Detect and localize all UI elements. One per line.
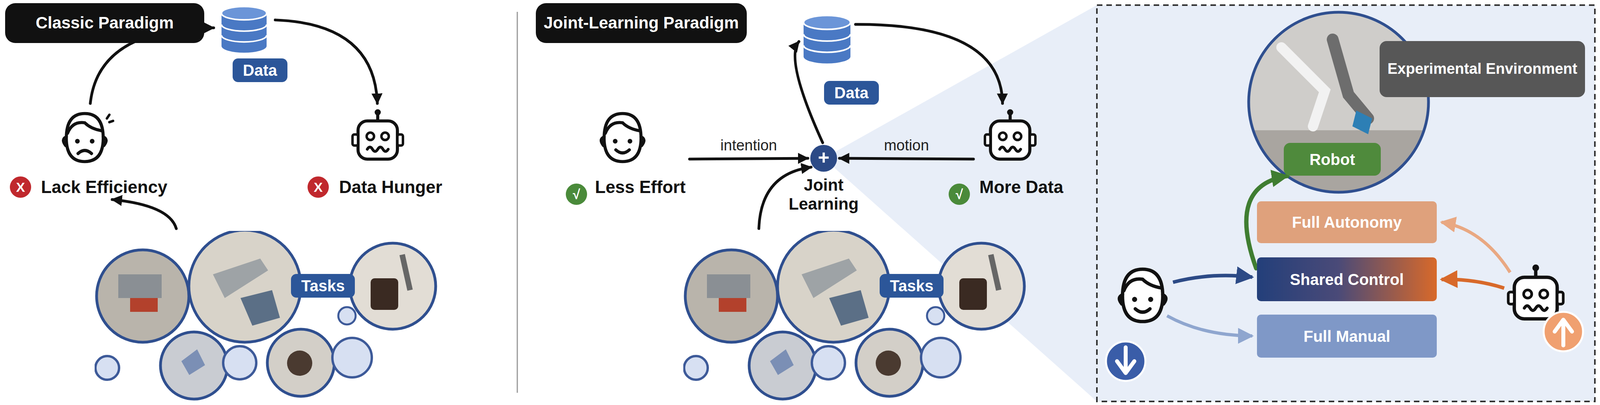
flow-arrow [794,41,823,143]
joint-learning-node: +Joint Learning [810,144,838,172]
box-label: Experimental Environment [1387,60,1578,78]
box-label: Robot [1309,150,1356,169]
status-mark: √ [948,183,970,205]
box-label: Classic Paradigm [35,13,174,33]
robot-actor: More Data [975,105,1065,200]
robot-icon [1508,264,1563,319]
experimental-photo [1245,12,1436,198]
panel-title: Classic Paradigm [5,3,205,43]
human-actor: Lack Efficiency [37,105,169,200]
autonomy-level: Full Manual [1256,314,1437,358]
status-mark: X [9,176,32,198]
box-label: Shared Control [1290,270,1405,289]
database-icon [221,6,267,53]
robot-icon [352,109,403,159]
flow-arrow [275,20,378,104]
flow-arrow [111,199,177,229]
increase-badge [1543,311,1584,351]
human-actor: Less Effort [591,105,688,200]
control-arrow [1172,275,1253,282]
autonomy-level: Full Autonomy [1256,201,1437,243]
flow-arrow [839,158,974,159]
task-set: Tasks [683,230,1027,401]
data-store: Data [216,3,290,84]
edge-label: intention [720,136,778,154]
database-icon [803,15,851,64]
human-icon [63,113,114,162]
task-thumbnails [95,229,436,399]
task-set: Tasks [94,230,438,401]
environment-box: Experimental Environment [1379,41,1586,97]
pill-label: Tasks [290,273,355,298]
status-mark: X [307,176,329,198]
status-mark: √ [565,183,588,205]
edge-label: motion [883,136,929,154]
box-label: Full Autonomy [1292,212,1402,232]
divider [516,11,519,393]
autonomy-level: Shared Control [1256,257,1437,301]
inset-panel [1096,5,1595,401]
control-arrow [1167,315,1253,336]
human-icon [1119,268,1166,322]
pill-label: Data [824,80,879,105]
decrease-badge [1105,341,1146,381]
flow-arrow [689,158,808,159]
pill-label: Tasks [879,273,944,298]
control-arrow [1441,221,1511,273]
robot-box: Robot [1283,142,1381,176]
box-label: Joint-Learning Paradigm [543,13,739,33]
caption-text: Less Effort [594,176,686,198]
task-thumbnails [684,229,1025,399]
caption-text: More Data [979,176,1064,198]
plus-symbol: + [817,147,830,168]
pill-label: Data [232,58,288,83]
caption-text: Lack Efficiency [41,176,168,198]
caption-text: Joint Learning [780,175,868,214]
data-store: Data [800,3,881,107]
robot-actor: Data Hunger [333,105,444,200]
robot-icon [984,109,1036,159]
box-label: Full Manual [1303,326,1391,345]
control-arrow [1441,279,1505,288]
caption-text: Data Hunger [339,176,443,198]
panel-title: Joint-Learning Paradigm [535,3,747,43]
human-icon [601,113,644,162]
